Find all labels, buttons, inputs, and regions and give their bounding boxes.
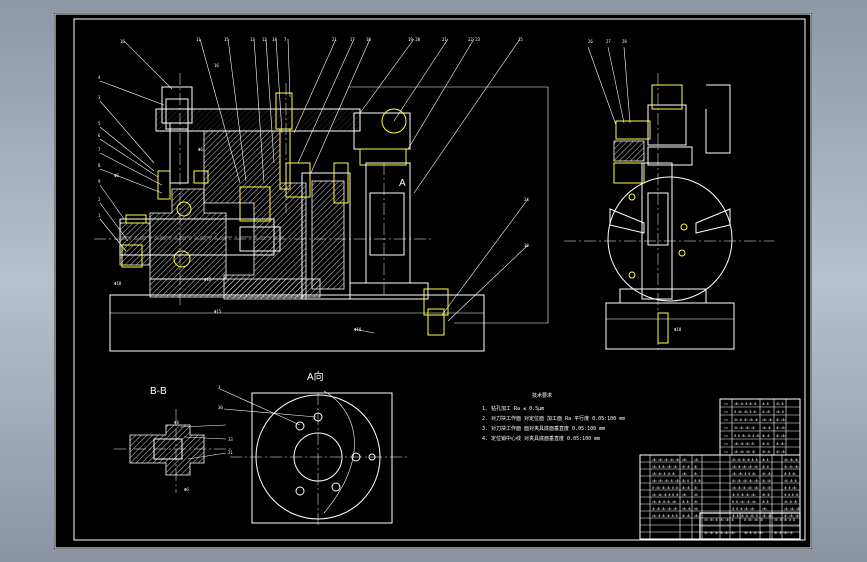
svg-text:7: 7 [98,147,101,152]
svg-text:17: 17 [350,37,355,42]
note-1: 1. 钻孔加工 Ra ≤ 0.5μm [482,405,544,412]
svg-text:Φ18: Φ18 [354,327,362,332]
svg-text:Φ6: Φ6 [198,147,203,152]
svg-text:21: 21 [442,37,447,42]
section-bb-view: Φ8 33 31 Φ6 [114,409,234,493]
svg-text:31: 31 [228,450,233,455]
svg-text:Φ18: Φ18 [114,281,122,286]
svg-text:Φ8: Φ8 [174,420,179,425]
svg-text:25: 25 [518,37,523,42]
view-a: 3 30 [218,385,410,525]
svg-text:13: 13 [250,37,255,42]
svg-text:15: 15 [224,37,229,42]
svg-text:Φ18: Φ18 [674,327,682,332]
note-4: 4. 定位销中心线 对夹具底面垂直度 0.05:100 mm [482,435,600,442]
svg-text:21: 21 [332,37,337,42]
svg-text:6: 6 [98,133,101,138]
svg-text:3: 3 [98,95,101,100]
title-block [700,513,800,539]
notes-title: 技术要求 [532,392,552,399]
svg-text:11: 11 [196,37,201,42]
svg-text:27: 27 [606,39,611,44]
svg-text:2: 2 [98,197,101,202]
section-bb-title: B-B [150,386,167,397]
assembly-drawing: A [54,13,812,549]
svg-text:30: 30 [524,243,529,248]
svg-text:16: 16 [214,63,219,68]
drawing-sheet[interactable]: A [54,13,812,549]
svg-text:7: 7 [284,37,287,42]
svg-text:Φ15: Φ15 [214,309,222,314]
svg-text:Φ6: Φ6 [184,487,189,492]
svg-text:28: 28 [622,39,627,44]
note-3: 3. 对刀块工作面 面对夹具底面垂直度 0.05:100 mm [482,425,605,432]
svg-text:4: 4 [98,75,101,80]
svg-text:33: 33 [228,437,233,442]
svg-text:12: 12 [262,37,267,42]
front-view [94,73,548,351]
svg-text:18: 18 [366,37,371,42]
svg-text:26: 26 [588,39,593,44]
svg-text:16: 16 [120,39,125,44]
svg-text:14: 14 [272,37,277,42]
svg-text:5: 5 [98,121,101,126]
svg-text:30: 30 [218,405,223,410]
svg-text:22 23: 22 23 [468,37,481,42]
side-view [564,47,774,353]
svg-text:8: 8 [98,163,101,168]
note-2: 2. 对刀块工作面 对定位面 加工面 Ra 平行度 0.05:100 mm [482,415,625,422]
parts-list [640,399,801,539]
svg-text:19 20: 19 20 [408,37,421,42]
svg-text:1: 1 [98,213,101,218]
svg-text:9: 9 [98,179,101,184]
svg-text:24: 24 [524,197,529,202]
view-arrow-label: A [399,178,406,189]
svg-text:Φ15: Φ15 [204,277,212,282]
view-a-title: A向 [307,370,324,383]
technical-notes: 技术要求 1. 钻孔加工 Ra ≤ 0.5μm 2. 对刀块工作面 对定位面 加… [482,392,625,442]
svg-text:Φ6: Φ6 [114,173,119,178]
